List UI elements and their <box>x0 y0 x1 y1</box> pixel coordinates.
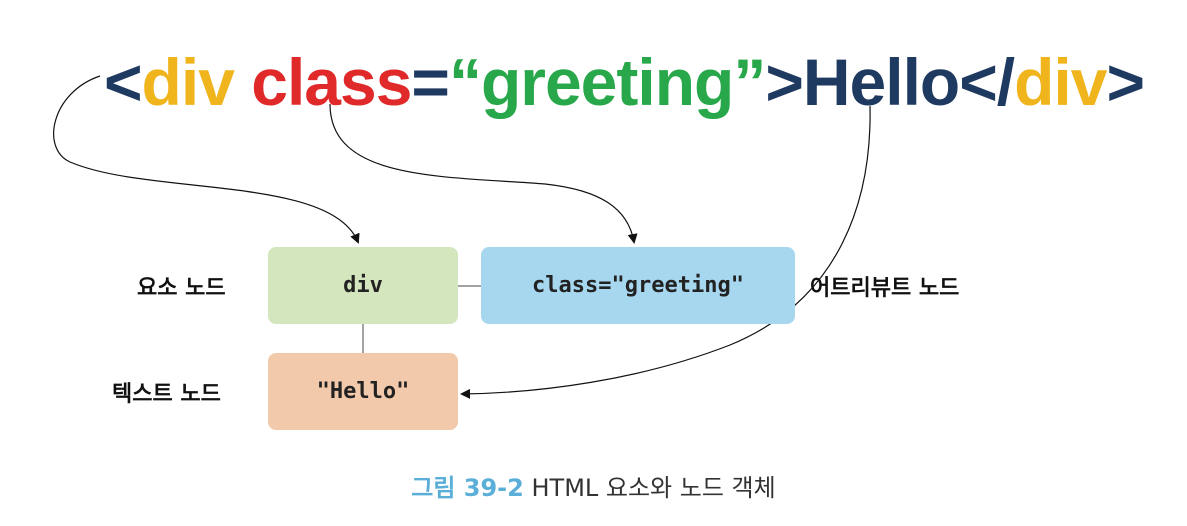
markup-text-content: >Hello</ <box>765 45 1015 119</box>
arrow-text-to-text-node <box>460 105 871 399</box>
arrow-attribute-to-attribute-node <box>329 103 638 244</box>
attribute-node-box: class="greeting" <box>481 247 795 324</box>
text-node-label: 텍스트 노드 <box>112 382 221 407</box>
element-node-value: div <box>343 273 383 298</box>
attribute-node-label: 어트리뷰트 노드 <box>810 276 960 301</box>
markup-attribute-name: class <box>251 45 412 119</box>
markup-attribute-value: “greeting” <box>448 45 766 119</box>
element-node-label: 요소 노드 <box>137 276 226 301</box>
markup-tag-name: div <box>141 45 235 119</box>
text-node-value: "Hello" <box>316 379 410 404</box>
figure-number: 그림 39-2 <box>411 474 524 502</box>
html-markup-line: <div class=“greeting”>Hello</div> <box>104 42 1145 122</box>
markup-equals: = <box>411 45 450 119</box>
attribute-node-value: class="greeting" <box>532 273 744 298</box>
figure-caption: 그림 39-2 HTML 요소와 노드 객체 <box>0 468 1187 503</box>
element-node-box: div <box>268 247 458 324</box>
markup-open-bracket: < <box>104 45 143 119</box>
text-node-box: "Hello" <box>268 353 458 430</box>
markup-closing-tag-name: div <box>1014 45 1107 119</box>
markup-close-bracket: > <box>1106 45 1145 119</box>
figure-title: HTML 요소와 노드 객체 <box>531 474 776 502</box>
arrow-tag-to-element-node <box>53 75 360 244</box>
